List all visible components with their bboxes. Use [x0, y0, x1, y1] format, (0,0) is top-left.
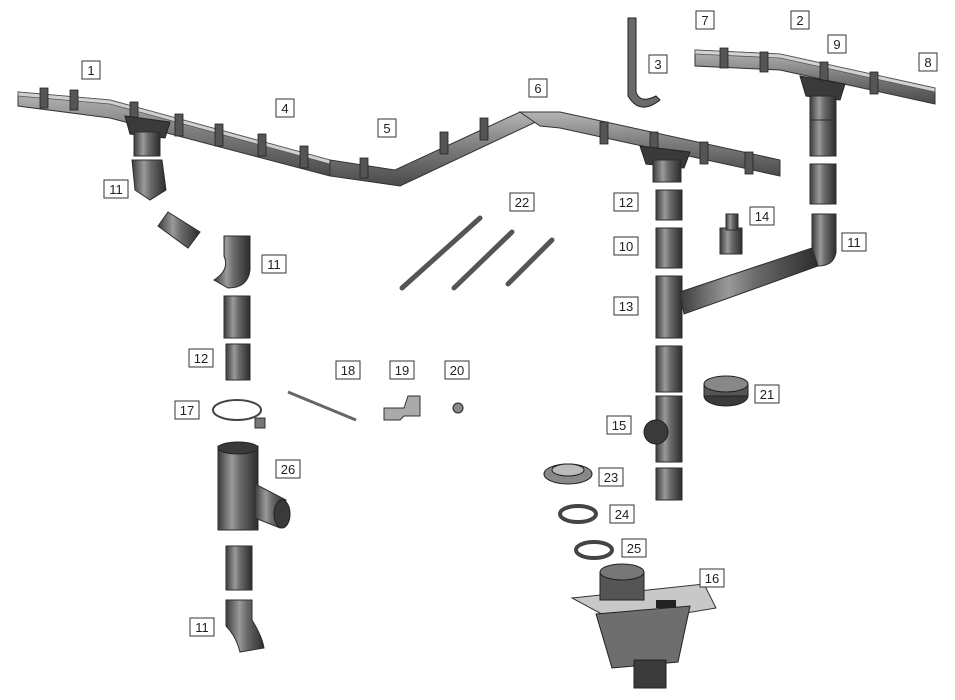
svg-text:12: 12: [194, 351, 208, 366]
label-3: 3: [648, 54, 668, 74]
screw-part: [452, 402, 464, 414]
svg-text:21: 21: [760, 387, 774, 402]
label-5: 5: [377, 118, 397, 138]
svg-text:8: 8: [924, 55, 931, 70]
svg-text:25: 25: [627, 541, 641, 556]
label-6: 6: [528, 78, 548, 98]
svg-text:26: 26: [281, 462, 295, 477]
svg-text:11: 11: [847, 235, 861, 250]
label-12-left: 12: [188, 348, 214, 368]
bracket-part: [383, 395, 421, 421]
label-2: 2: [790, 10, 810, 30]
svg-text:13: 13: [619, 299, 633, 314]
pin-part: [287, 390, 357, 422]
label-20: 20: [444, 360, 470, 380]
seals: [543, 463, 614, 560]
gutter-run-left: [17, 87, 331, 177]
downpipe-left: [131, 159, 291, 653]
svg-text:12: 12: [619, 195, 633, 210]
gutter-run-center: [329, 111, 781, 187]
svg-text:2: 2: [796, 13, 803, 28]
label-9: 9: [827, 34, 847, 54]
label-25: 25: [621, 538, 647, 558]
svg-text:4: 4: [281, 101, 288, 116]
label-8: 8: [918, 52, 938, 72]
svg-text:19: 19: [395, 363, 409, 378]
label-10: 10: [613, 236, 639, 256]
svg-text:3: 3: [654, 57, 661, 72]
label-12-right: 12: [613, 192, 639, 212]
hanger-bracket: [627, 17, 661, 108]
gully: [570, 563, 717, 689]
svg-text:20: 20: [450, 363, 464, 378]
label-17: 17: [174, 400, 200, 420]
svg-text:18: 18: [341, 363, 355, 378]
label-22: 22: [509, 192, 535, 212]
label-15: 15: [606, 415, 632, 435]
label-18: 18: [335, 360, 361, 380]
svg-text:16: 16: [705, 571, 719, 586]
svg-text:22: 22: [515, 195, 529, 210]
label-26: 26: [275, 459, 301, 479]
svg-text:24: 24: [615, 507, 629, 522]
svg-text:17: 17: [180, 403, 194, 418]
svg-text:11: 11: [109, 182, 123, 197]
svg-text:6: 6: [534, 81, 541, 96]
label-13: 13: [613, 296, 639, 316]
label-23: 23: [598, 467, 624, 487]
label-7: 7: [695, 10, 715, 30]
rods: [399, 215, 555, 291]
svg-text:11: 11: [267, 257, 281, 272]
label-14: 14: [749, 206, 775, 226]
svg-text:11: 11: [195, 620, 209, 635]
label-11-top: 11: [103, 179, 129, 199]
svg-text:14: 14: [755, 209, 769, 224]
label-1: 1: [81, 60, 101, 80]
svg-text:7: 7: [701, 13, 708, 28]
svg-text:23: 23: [604, 470, 618, 485]
svg-text:10: 10: [619, 239, 633, 254]
svg-text:1: 1: [87, 63, 94, 78]
label-21: 21: [754, 384, 780, 404]
sleeve-fitting: [703, 375, 749, 407]
svg-text:5: 5: [383, 121, 390, 136]
label-11-mid: 11: [261, 254, 287, 274]
gutter-run-right: [694, 47, 936, 121]
label-4: 4: [275, 98, 295, 118]
label-11-right: 11: [841, 232, 867, 252]
label-16: 16: [699, 568, 725, 588]
label-19: 19: [389, 360, 415, 380]
label-24: 24: [609, 504, 635, 524]
downpipe-right: [643, 119, 837, 501]
label-11-bottom: 11: [189, 617, 215, 637]
svg-text:15: 15: [612, 418, 626, 433]
svg-text:9: 9: [833, 37, 840, 52]
